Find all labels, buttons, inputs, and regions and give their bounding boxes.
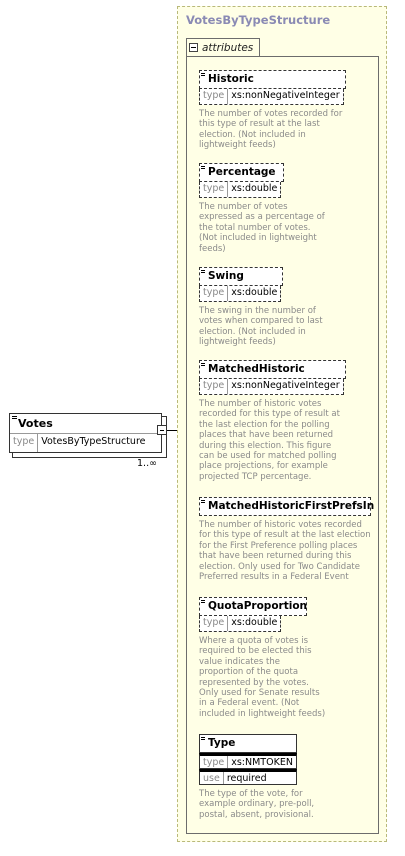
attribute-type-row: type xs:nonNegativeInteger xyxy=(199,89,344,105)
attribute-name[interactable]: MatchedHistoricFirstPrefsIn xyxy=(199,497,374,516)
attribute-name[interactable]: QuotaProportion xyxy=(199,597,307,616)
attribute-type-row: type xs:double xyxy=(199,616,282,632)
use-value: required xyxy=(226,773,267,784)
connector-line xyxy=(167,430,177,431)
attribute-type-row: type xs:nonNegativeInteger xyxy=(199,379,344,395)
type-value: xs:double xyxy=(231,287,278,298)
attribute-name[interactable]: Type xyxy=(199,734,297,753)
attribute-type-row: type xs:NMTOKEN xyxy=(199,753,297,769)
type-key: type xyxy=(200,756,229,768)
attribute-use-row: use required xyxy=(199,769,297,785)
attribute-historic: Historic type xs:nonNegativeInteger The … xyxy=(199,67,346,151)
attribute-type: Type type xs:NMTOKEN use required The ty… xyxy=(199,731,314,820)
attribute-matched-historic-first-prefs-in: MatchedHistoricFirstPrefsIn The number o… xyxy=(199,494,374,583)
attribute-description: The swing in the number of votes when co… xyxy=(199,306,323,348)
type-key: type xyxy=(10,434,39,452)
complex-type-title: VotesByTypeStructure xyxy=(186,13,331,27)
attribute-description: Where a quota of votes is required to be… xyxy=(199,636,326,719)
collapse-icon[interactable] xyxy=(189,43,198,52)
attributes-group-tab[interactable]: attributes xyxy=(186,38,261,56)
type-key: type xyxy=(200,379,229,394)
attribute-matched-historic: MatchedHistoric type xs:nonNegativeInteg… xyxy=(199,357,346,482)
attribute-description: The type of the vote, for example ordina… xyxy=(199,789,315,820)
type-value: xs:double xyxy=(231,617,278,628)
attribute-description: The number of votes recorded for this ty… xyxy=(199,109,343,151)
type-key: type xyxy=(200,286,229,301)
attribute-description: The number of votes expressed as a perce… xyxy=(199,202,325,254)
attribute-description: The number of historic votes recorded fo… xyxy=(199,399,340,482)
element-votes[interactable]: Votes type VotesByTypeStructure xyxy=(9,413,167,458)
occurrence-label: 1..∞ xyxy=(137,458,157,469)
attribute-name[interactable]: Percentage xyxy=(199,163,284,182)
type-key: type xyxy=(200,182,229,197)
type-value: xs:double xyxy=(231,183,278,194)
type-value: xs:nonNegativeInteger xyxy=(231,90,340,101)
type-key: type xyxy=(200,89,229,104)
attribute-quota-proportion: QuotaProportion type xs:double Where a q… xyxy=(199,594,325,719)
attribute-percentage: Percentage type xs:double The number of … xyxy=(199,160,325,254)
element-type-row: type VotesByTypeStructure xyxy=(10,434,161,452)
use-key: use xyxy=(200,772,224,784)
attribute-name[interactable]: Historic xyxy=(199,70,346,89)
type-key: type xyxy=(200,616,229,631)
attribute-description: The number of historic votes recorded fo… xyxy=(199,520,371,583)
attribute-name[interactable]: MatchedHistoric xyxy=(199,360,346,379)
type-value: xs:nonNegativeInteger xyxy=(231,380,340,391)
attribute-type-row: type xs:double xyxy=(199,286,282,302)
attribute-type-row: type xs:double xyxy=(199,182,282,198)
expand-collapse-icon[interactable] xyxy=(157,425,167,435)
type-value: VotesByTypeStructure xyxy=(41,436,146,447)
attribute-swing: Swing type xs:double The swing in the nu… xyxy=(199,264,323,348)
attributes-group-label: attributes xyxy=(202,41,254,54)
element-name: Votes xyxy=(10,414,161,434)
element-box[interactable]: Votes type VotesByTypeStructure xyxy=(9,413,162,453)
type-value: xs:NMTOKEN xyxy=(231,757,293,768)
attribute-name[interactable]: Swing xyxy=(199,267,283,286)
